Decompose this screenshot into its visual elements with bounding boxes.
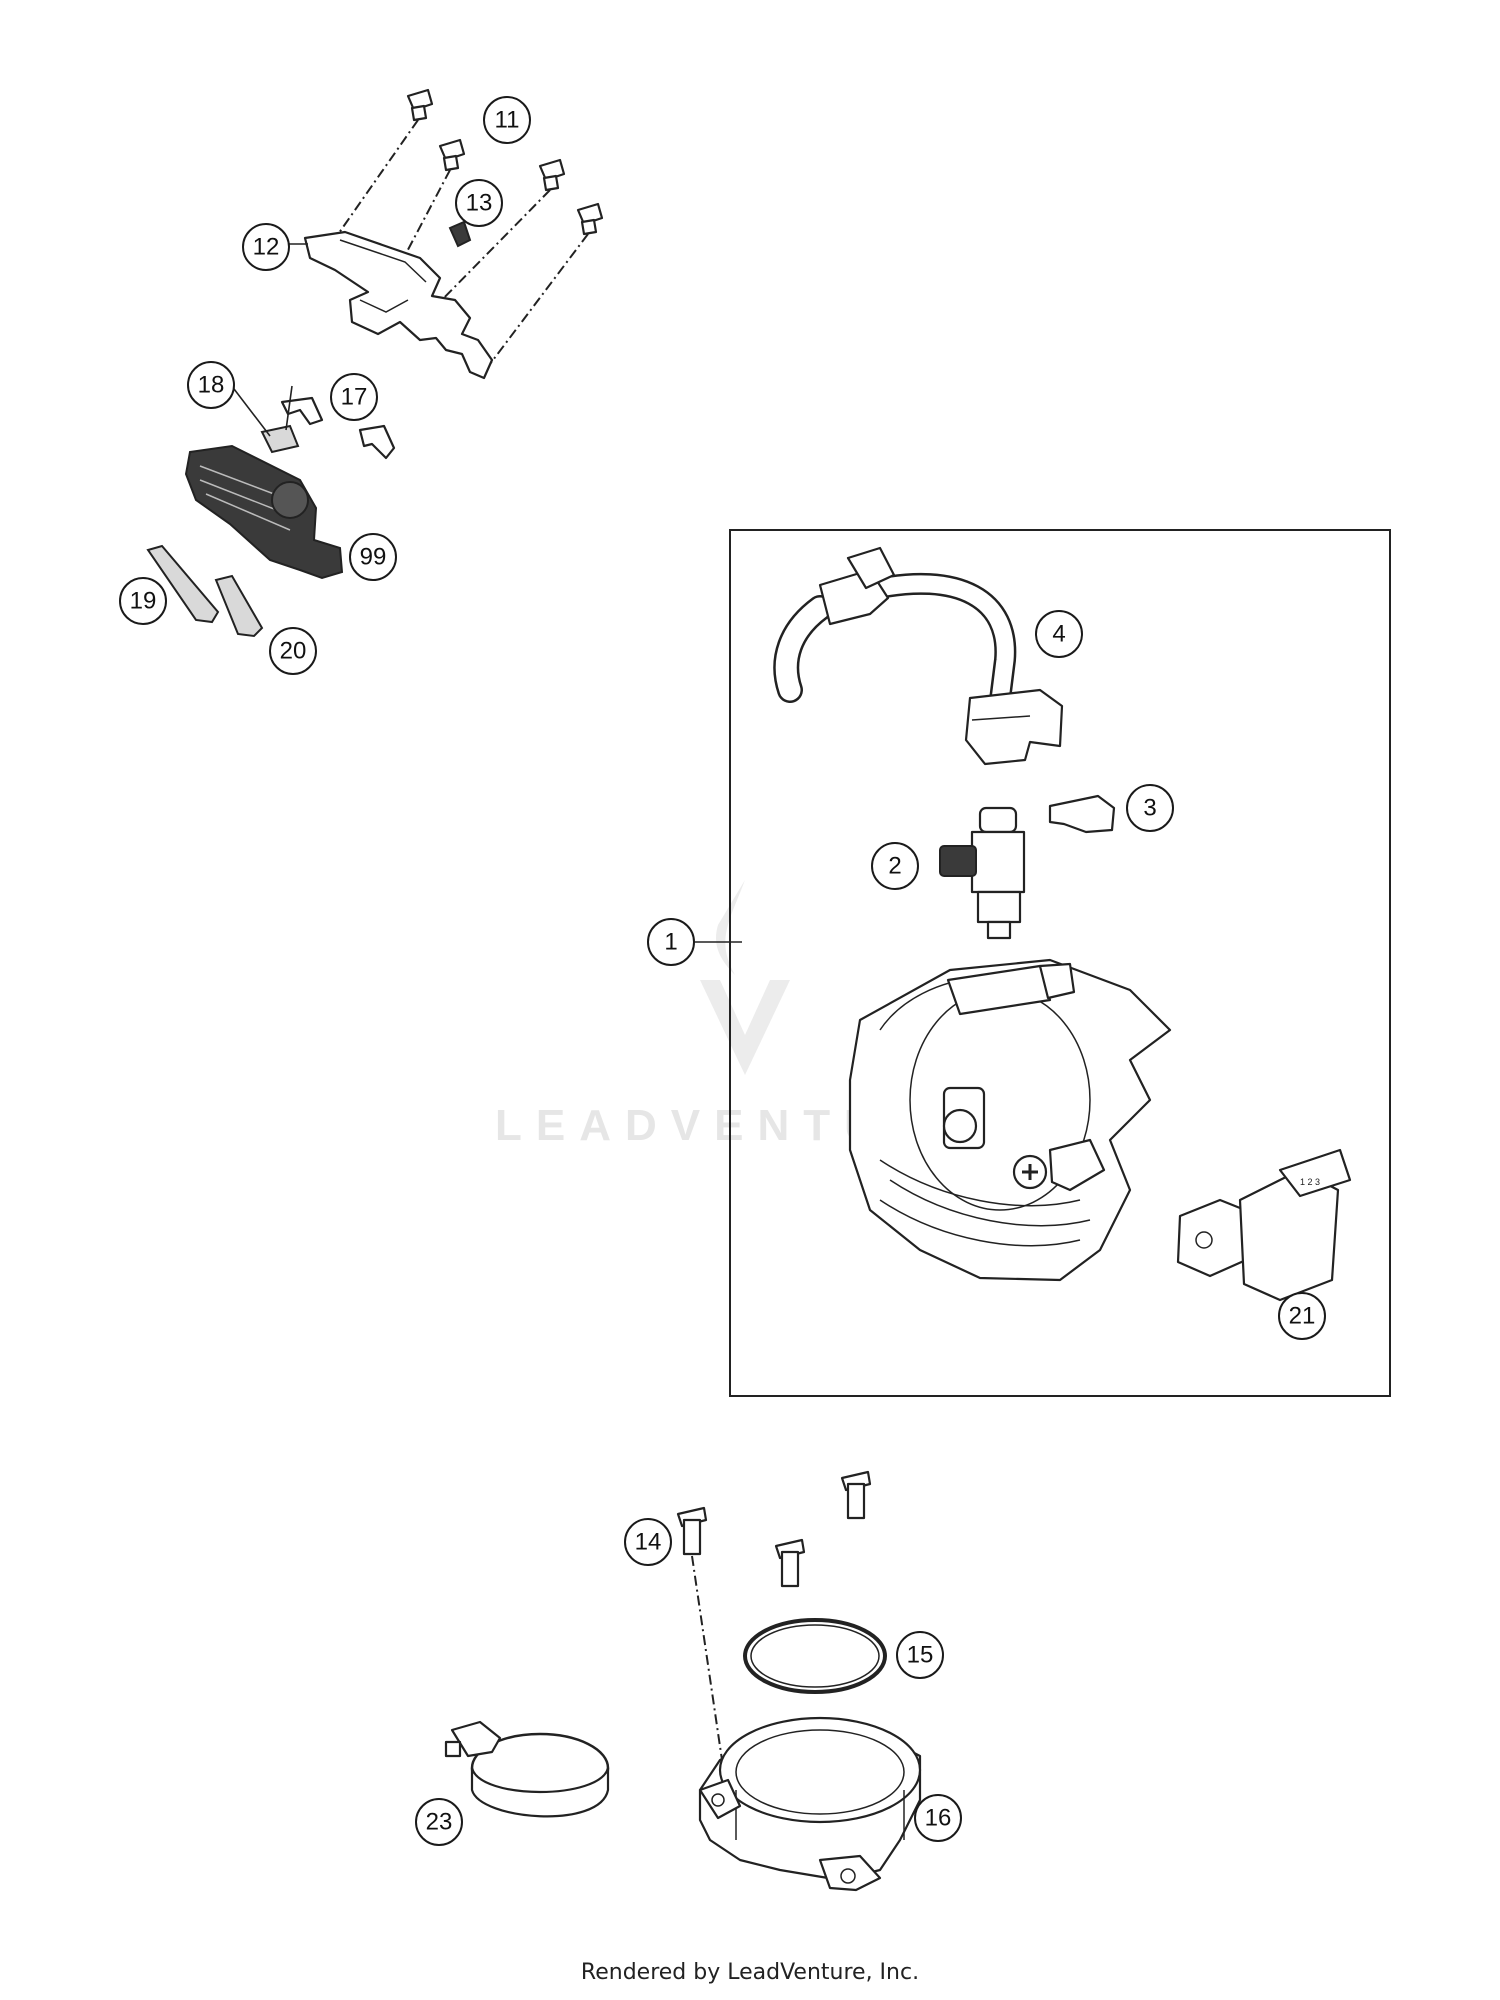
callout-label: 4 <box>1052 621 1065 648</box>
callout-3[interactable]: 3 <box>1126 784 1174 832</box>
callout-11[interactable]: 11 <box>483 96 531 144</box>
callout-label: 20 <box>280 638 307 665</box>
o-ring-15 <box>743 1618 887 1694</box>
callout-4[interactable]: 4 <box>1035 610 1083 658</box>
throttle-sensor-99 <box>184 444 344 580</box>
callout-14[interactable]: 14 <box>624 1518 672 1566</box>
callout-1[interactable]: 1 <box>647 918 695 966</box>
intake-flange-16 <box>698 1716 922 1892</box>
callout-label: 19 <box>130 588 157 615</box>
callout-12[interactable]: 12 <box>242 223 290 271</box>
callout-18[interactable]: 18 <box>187 361 235 409</box>
callout-17[interactable]: 17 <box>330 373 378 421</box>
screw-14a <box>676 1506 708 1556</box>
callout-label: 17 <box>341 384 368 411</box>
bracket-17b <box>358 424 396 460</box>
callout-16[interactable]: 16 <box>914 1794 962 1842</box>
seal-20 <box>214 574 264 638</box>
callout-label: 21 <box>1289 1303 1316 1330</box>
callout-label: 18 <box>198 372 225 399</box>
throttle-body <box>848 958 1172 1282</box>
callout-label: 2 <box>888 853 901 880</box>
callout-15[interactable]: 15 <box>896 1631 944 1679</box>
screw-14c <box>774 1538 806 1588</box>
callout-label: 14 <box>635 1529 662 1556</box>
callout-23[interactable]: 23 <box>415 1798 463 1846</box>
callout-21[interactable]: 21 <box>1278 1292 1326 1340</box>
kit-box-1 <box>729 529 1391 1397</box>
callout-99[interactable]: 99 <box>349 533 397 581</box>
callout-label: 23 <box>426 1809 453 1836</box>
screw-14b <box>840 1470 872 1520</box>
injector-2 <box>939 806 1026 940</box>
callout-label: 15 <box>907 1642 934 1669</box>
callout-label: 12 <box>253 234 280 261</box>
callout-label: 13 <box>466 190 493 217</box>
svg-text:1 2 3: 1 2 3 <box>1300 1177 1320 1187</box>
callout-13[interactable]: 13 <box>455 179 503 227</box>
clip-3 <box>1048 794 1116 834</box>
seal-19 <box>146 544 220 624</box>
callout-label: 99 <box>360 544 387 571</box>
clip-13 <box>448 220 472 248</box>
callout-2[interactable]: 2 <box>871 842 919 890</box>
callout-label: 3 <box>1143 795 1156 822</box>
screw-11a <box>406 88 434 122</box>
callout-20[interactable]: 20 <box>269 627 317 675</box>
callout-label: 16 <box>925 1805 952 1832</box>
screw-11c <box>538 158 566 192</box>
screw-11d <box>576 202 604 236</box>
pad-18 <box>260 424 300 454</box>
callout-label: 11 <box>495 107 520 134</box>
callout-19[interactable]: 19 <box>119 577 167 625</box>
callout-label: 1 <box>664 929 677 956</box>
screw-11b <box>438 138 466 172</box>
sensor-assembly <box>146 396 396 638</box>
clamp-23 <box>444 1720 610 1818</box>
footer-credit: Rendered by LeadVenture, Inc. <box>580 1960 920 1985</box>
map-sensor-21: 1 2 3 <box>1176 1148 1352 1302</box>
fuel-hose-4 <box>773 546 1064 766</box>
bracket-assembly <box>303 88 604 380</box>
